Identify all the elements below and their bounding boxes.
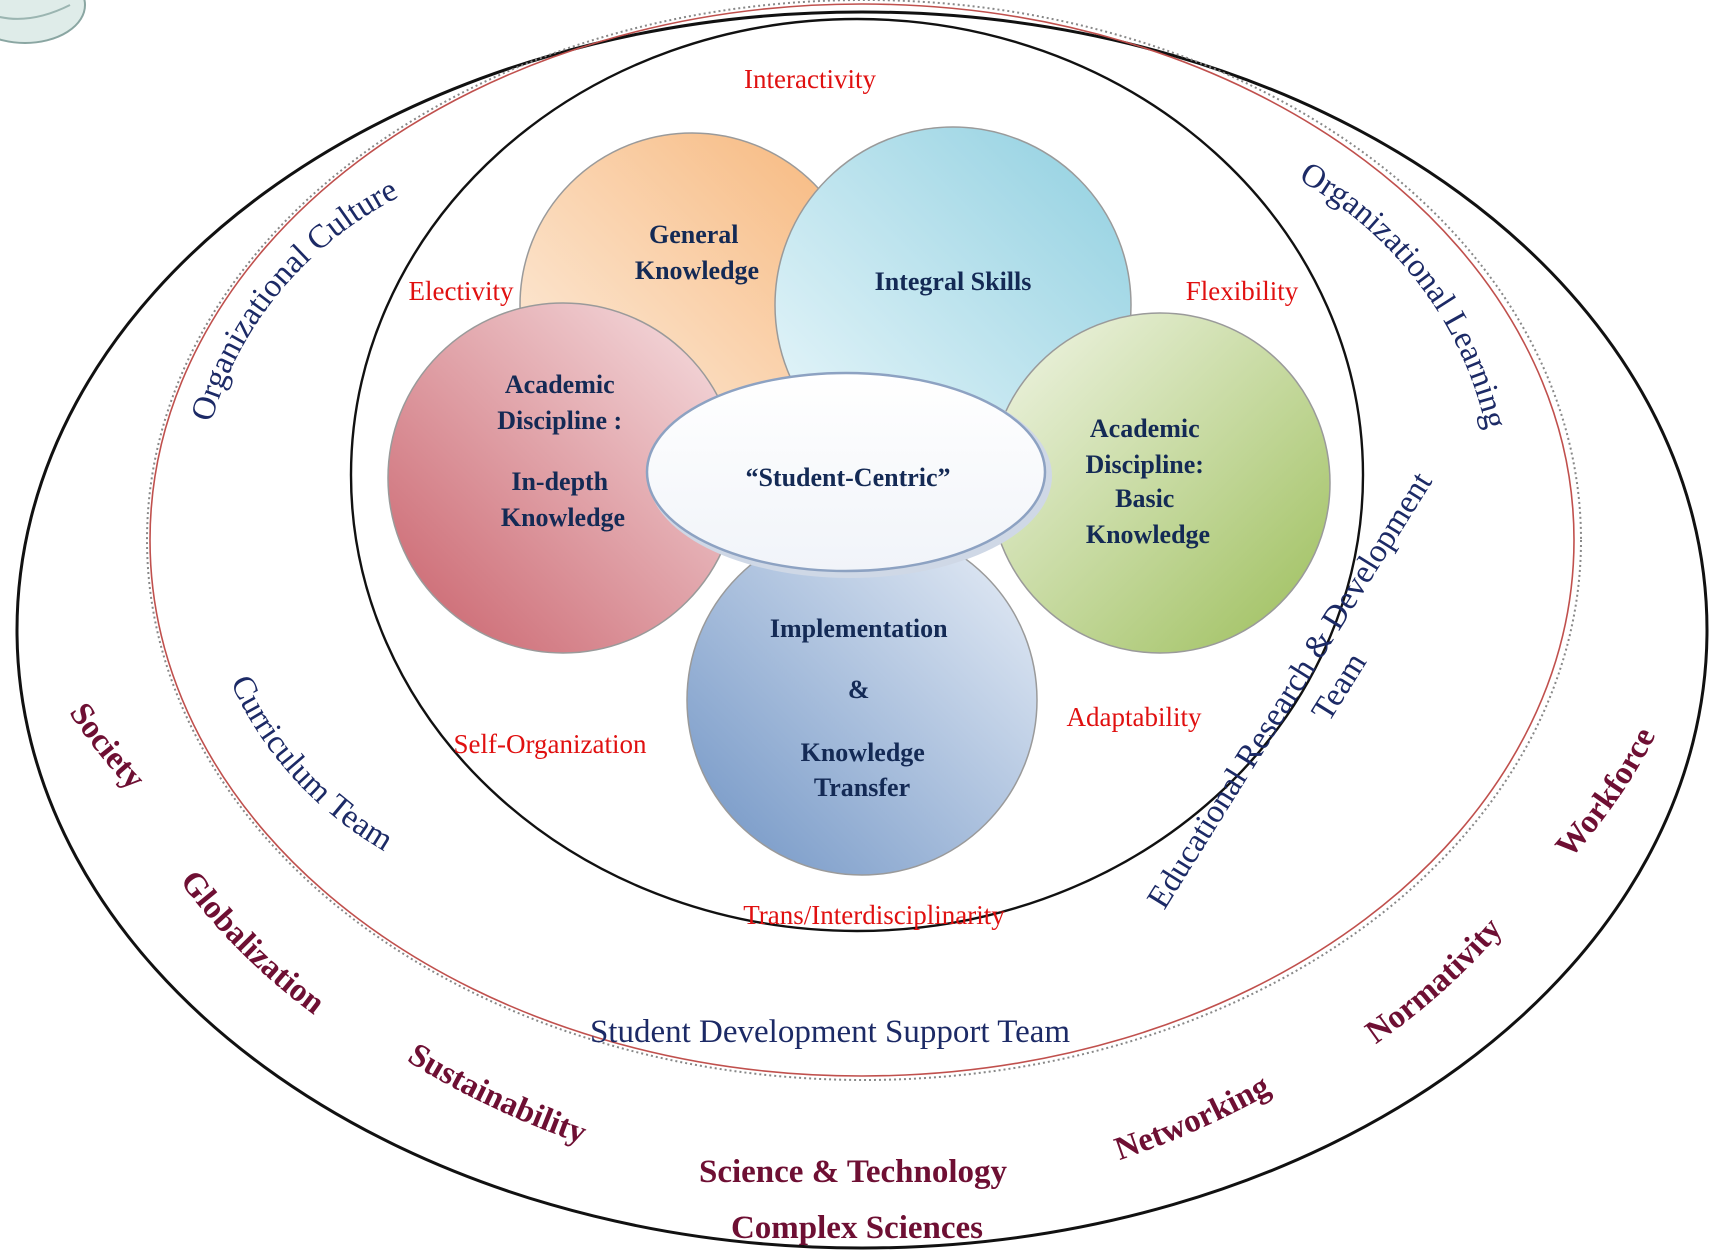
context-workforce: Workforce bbox=[1549, 722, 1663, 864]
context-globalization: Globalization bbox=[173, 864, 331, 1021]
learning-environment-ellipse bbox=[349, 17, 1365, 933]
context-normativity: Normativity bbox=[1359, 911, 1509, 1051]
implementation-line-1: Implementation bbox=[770, 614, 948, 643]
attribute-electivity: Electivity bbox=[409, 276, 514, 306]
implementation-line-2: & bbox=[848, 675, 870, 704]
implementation-line-4: Transfer bbox=[814, 773, 910, 802]
svg-text:Integral Skills: Integral Skills bbox=[875, 267, 1032, 296]
context-society: Society bbox=[62, 697, 152, 797]
attribute-interactivity: Interactivity bbox=[744, 64, 876, 94]
context-complex-sciences: Complex Sciences bbox=[731, 1210, 983, 1246]
basic-line-2: Discipline: bbox=[1086, 450, 1204, 479]
general-knowledge-line-1: General bbox=[649, 220, 739, 249]
in-depth-line-3: In-depth bbox=[511, 467, 608, 496]
outer-context-ellipse bbox=[15, 10, 1709, 1250]
org-learning-label: Organizational Learning bbox=[1294, 155, 1514, 432]
curriculum-team-label: Curriculum Team bbox=[223, 670, 399, 859]
in-depth-line-2: Discipline : bbox=[497, 406, 622, 435]
general-knowledge-line-2: Knowledge bbox=[635, 256, 759, 285]
org-culture-label: Organizational Culture bbox=[184, 172, 403, 425]
svg-text:Implementation & K: Implementation & Knowledge Transfer bbox=[770, 614, 954, 802]
support-team-label: Student Development Support Team bbox=[590, 1014, 1070, 1050]
context-networking: Networking bbox=[1110, 1068, 1276, 1168]
attribute-self-organization: Self-Organization bbox=[454, 729, 647, 759]
attribute-flexibility: Flexibility bbox=[1186, 276, 1299, 306]
in-depth-line-4: Knowledge bbox=[501, 503, 625, 532]
organization-ring-dotted bbox=[146, 0, 1582, 1081]
basic-line-4: Knowledge bbox=[1086, 520, 1210, 549]
petal-academic-basic: Academic Discipline: Basic Knowledge bbox=[989, 312, 1331, 654]
in-depth-line-1: Academic bbox=[505, 370, 615, 399]
svg-text:General Knowledge: General Knowledge bbox=[635, 220, 759, 285]
integral-skills-label: Integral Skills bbox=[875, 267, 1032, 296]
svg-text:Academic Discipline :: Academic Discipline : In-depth Knowledge bbox=[497, 370, 628, 532]
student-centric-center: “Student-Centric” bbox=[645, 371, 1052, 578]
basic-line-3: Basic bbox=[1115, 484, 1174, 513]
svg-text:Academic Discipline:: Academic Discipline: Basic Knowledge bbox=[1086, 414, 1211, 549]
basic-line-1: Academic bbox=[1090, 414, 1200, 443]
corner-globe-decoration bbox=[0, 0, 86, 44]
student-centric-label: “Student-Centric” bbox=[745, 463, 950, 492]
petal-implementation: Implementation & Knowledge Transfer bbox=[686, 524, 1038, 876]
petal-academic-in-depth: Academic Discipline : In-depth Knowledge bbox=[387, 302, 739, 654]
attribute-adaptability: Adaptability bbox=[1067, 702, 1202, 732]
organization-ring bbox=[149, 3, 1575, 1077]
context-science-technology: Science & Technology bbox=[699, 1154, 1008, 1190]
implementation-line-3: Knowledge bbox=[801, 738, 925, 767]
attribute-trans-interdisciplinarity: Trans/Interdisciplinarity bbox=[743, 900, 1005, 930]
context-sustainability: Sustainability bbox=[402, 1037, 592, 1152]
